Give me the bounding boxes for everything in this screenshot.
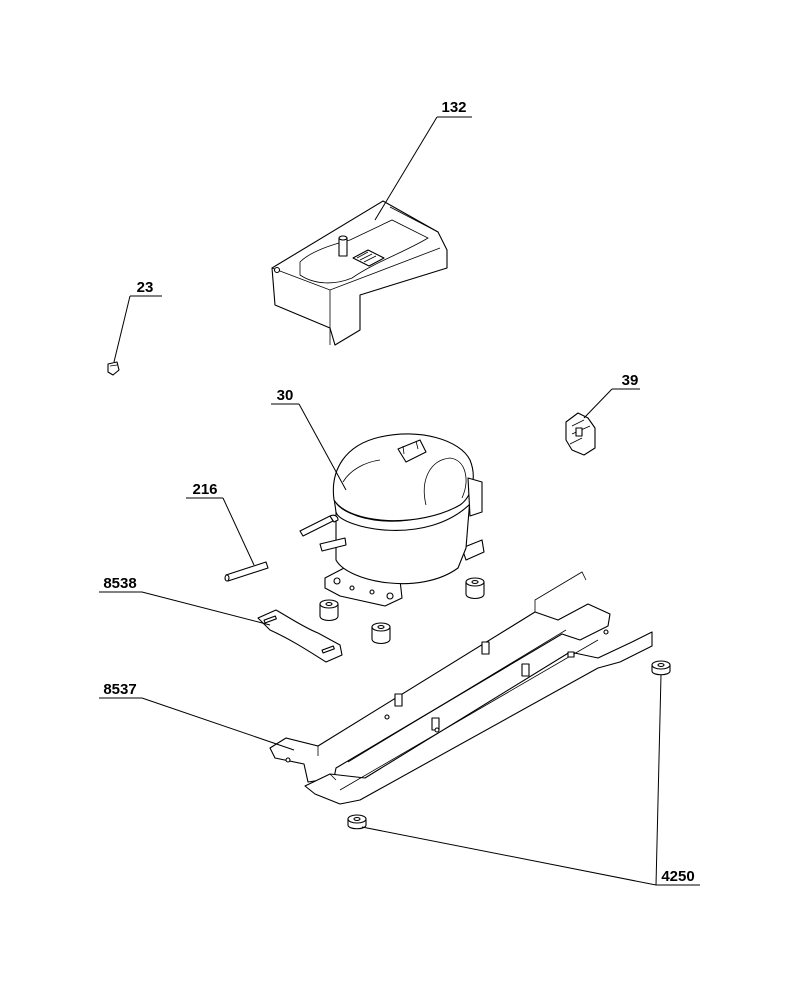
part-23-clip <box>107 361 120 376</box>
label-8537: 8537 <box>103 681 136 698</box>
leader-lines <box>99 116 700 886</box>
part-39-relay <box>565 412 596 456</box>
label-30: 30 <box>277 387 294 404</box>
part-8538-bracket <box>257 609 343 663</box>
label-39: 39 <box>622 372 639 389</box>
grommet <box>465 577 485 600</box>
part-30-compressor <box>299 433 485 607</box>
label-216: 216 <box>192 481 217 498</box>
part-4250-feet <box>347 660 671 830</box>
foot <box>651 660 671 676</box>
grommet <box>319 599 339 622</box>
foot <box>347 814 367 830</box>
label-4250: 4250 <box>661 868 694 885</box>
part-132-drip-tray <box>271 200 448 346</box>
label-23: 23 <box>137 279 154 296</box>
callout-labels: 132 23 39 30 216 8538 8537 4250 <box>103 99 694 885</box>
rubber-grommets <box>319 577 485 645</box>
grommet <box>371 622 391 645</box>
label-132: 132 <box>441 99 466 116</box>
label-8538: 8538 <box>103 575 136 592</box>
part-216-pin <box>224 561 269 582</box>
part-8537-base-rails <box>269 571 653 805</box>
